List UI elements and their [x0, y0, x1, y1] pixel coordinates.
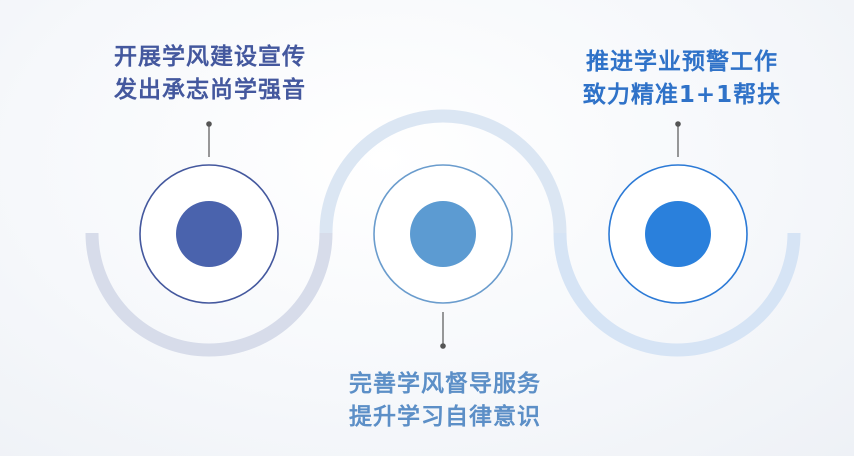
connector-dot-2	[440, 343, 446, 349]
caption-2-line-1: 完善学风督导服务	[349, 371, 541, 397]
node-dot-3	[645, 201, 711, 267]
step-node-3	[608, 121, 748, 304]
caption-3-line-2: 致力精准1+1帮扶	[582, 82, 782, 108]
connector-dot-3	[675, 121, 681, 127]
wave-band-left	[85, 232, 333, 357]
caption-2-line-2: 提升学习自律意识	[349, 404, 541, 430]
caption-1-line-1: 开展学风建设宣传	[114, 44, 306, 70]
step-node-1	[139, 121, 279, 304]
step-node-2	[373, 164, 513, 349]
node-dot-1	[176, 201, 242, 267]
wave-band-middle	[319, 109, 567, 234]
connector-dot-1	[206, 121, 212, 127]
caption-1-line-2: 发出承志尚学强音	[114, 77, 306, 103]
step-caption-2: 完善学风督导服务 提升学习自律意识	[325, 368, 565, 434]
node-dot-2	[410, 201, 476, 267]
wave-band-right	[553, 232, 801, 357]
caption-3-line-1: 推进学业预警工作	[586, 49, 778, 75]
step-caption-3: 推进学业预警工作 致力精准1+1帮扶	[562, 46, 802, 112]
step-caption-1: 开展学风建设宣传 发出承志尚学强音	[90, 41, 330, 107]
